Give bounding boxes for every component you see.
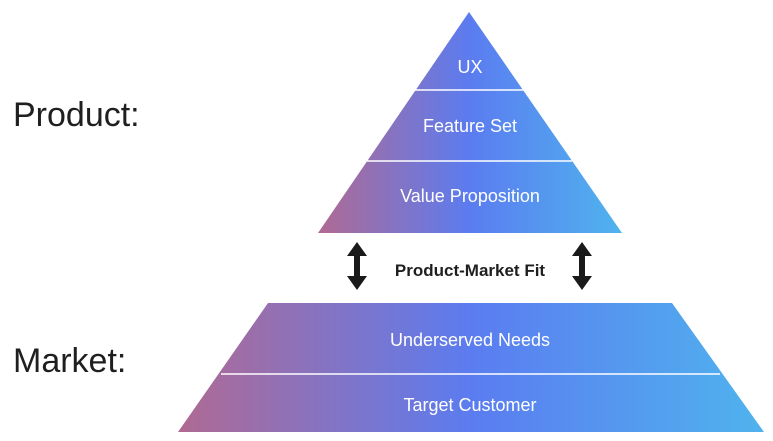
up-down-arrow-icon — [347, 242, 367, 290]
product-market-fit-label: Product-Market Fit — [395, 261, 546, 280]
layer-underserved-needs: Underserved Needs — [390, 330, 550, 350]
layer-target-customer: Target Customer — [403, 395, 536, 415]
product-label: Product: — [13, 96, 140, 134]
market-label: Market: — [13, 342, 127, 380]
market-pyramid — [178, 303, 764, 432]
layer-value-proposition: Value Proposition — [400, 186, 540, 206]
up-down-arrow-icon — [572, 242, 592, 290]
product-pyramid — [318, 12, 622, 233]
layer-ux: UX — [457, 57, 482, 77]
layer-feature-set: Feature Set — [423, 116, 517, 136]
